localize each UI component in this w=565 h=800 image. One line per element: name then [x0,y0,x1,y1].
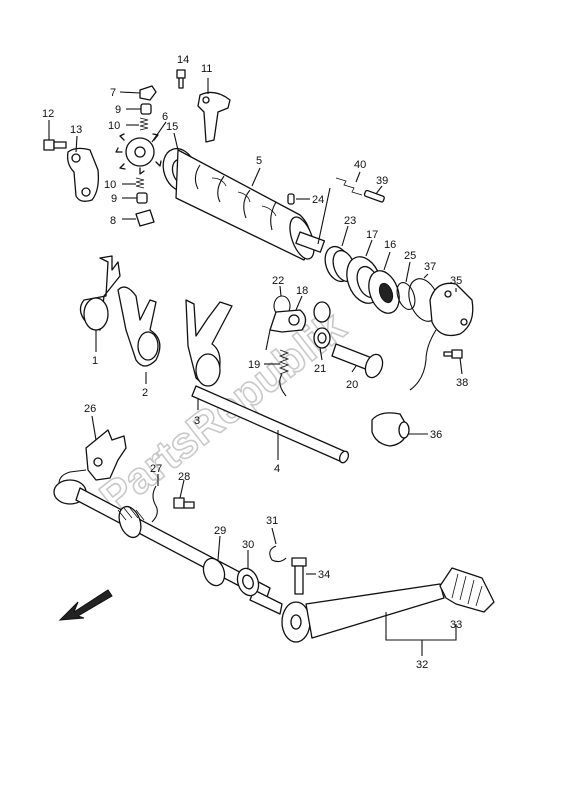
callout-14: 14 [177,54,189,66]
callout-5: 5 [256,155,262,167]
callout-28: 28 [178,471,190,483]
callout-33: 33 [450,619,462,631]
part-1-shift-fork [79,255,121,352]
callout-3: 3 [194,415,200,427]
part-18-lever [265,295,307,351]
callout-13: 13 [70,124,82,136]
part-32-shift-lever [281,567,495,643]
callout-6: 6 [162,111,168,123]
front-direction-arrow-icon [58,589,113,621]
callout-17: 17 [366,229,378,241]
callout-1: 1 [92,355,98,367]
callout-9-lower: 9 [111,193,117,205]
callout-11: 11 [201,63,212,75]
callout-8: 8 [110,215,116,227]
part-9-pin-lower [122,192,148,204]
callout-26: 26 [84,403,96,415]
part-11-arm [197,78,231,143]
callout-21: 21 [314,363,326,375]
callout-4: 4 [274,463,280,475]
callout-20: 20 [346,379,358,391]
part-28-bolt [173,479,195,509]
part-7-stopper [119,85,157,101]
part-12-bolt [43,120,67,151]
callout-7: 7 [110,87,116,99]
part-14-bolt [176,69,186,89]
part-39-pin [363,185,385,203]
callout-24: 24 [312,194,324,206]
callout-2: 2 [142,387,148,399]
callout-32: 32 [416,659,428,671]
callout-15: 15 [166,121,178,133]
callout-36: 36 [430,429,442,441]
callout-39: 39 [376,175,388,187]
part-10-spring-lower [122,177,145,189]
part-3-shift-fork [185,299,233,410]
leader-40-to-drum [317,187,331,245]
callout-16: 16 [384,239,396,251]
callout-12: 12 [42,108,54,120]
part-20-shaft-bolt [331,343,384,379]
callout-29: 29 [214,525,226,537]
callout-labels: 1 2 3 4 5 6 7 8 9 9 10 10 11 12 13 14 15… [42,54,468,671]
part-40-pin [335,171,363,196]
callout-34: 34 [318,569,330,581]
part-31-circlip [269,527,287,563]
part-35-cover [409,282,474,391]
callout-31: 31 [266,515,278,527]
part-4-fork-shaft [191,385,350,464]
part-2-shift-fork [117,286,161,384]
callout-25: 25 [404,250,416,262]
part-34-bolt [291,557,316,595]
part-19-spring [264,349,290,397]
callout-27: 27 [150,463,162,475]
callout-9-upper: 9 [115,104,121,116]
callout-19: 19 [248,359,260,371]
part-9-pin-upper [126,103,152,115]
callout-18: 18 [296,285,308,297]
part-8-block [122,209,155,227]
part-36-cap [371,412,428,447]
part-27-spring [151,474,159,523]
callout-23: 23 [344,215,356,227]
callout-22: 22 [272,275,284,287]
part-38-bolt [443,349,463,375]
part-13-plate [66,135,100,202]
callout-37: 37 [424,261,436,273]
part-21-washer-pair [313,301,331,361]
part-25-circlip [396,261,416,310]
part-30-washer [236,550,260,597]
part-6-cam-plate [115,121,167,175]
part-26-shift-arm [58,415,127,489]
part-29-oil-seal [202,535,226,587]
callout-40: 40 [354,159,366,171]
part-10-spring-upper [126,117,149,131]
callout-30: 30 [242,539,254,551]
callout-10-lower: 10 [104,179,116,191]
part-24-pin [287,193,310,205]
callout-35: 35 [450,275,462,287]
part-5-shift-drum [175,149,326,261]
callout-10-upper: 10 [108,120,120,132]
part-33-leader [385,612,457,656]
callout-38: 38 [456,377,468,389]
